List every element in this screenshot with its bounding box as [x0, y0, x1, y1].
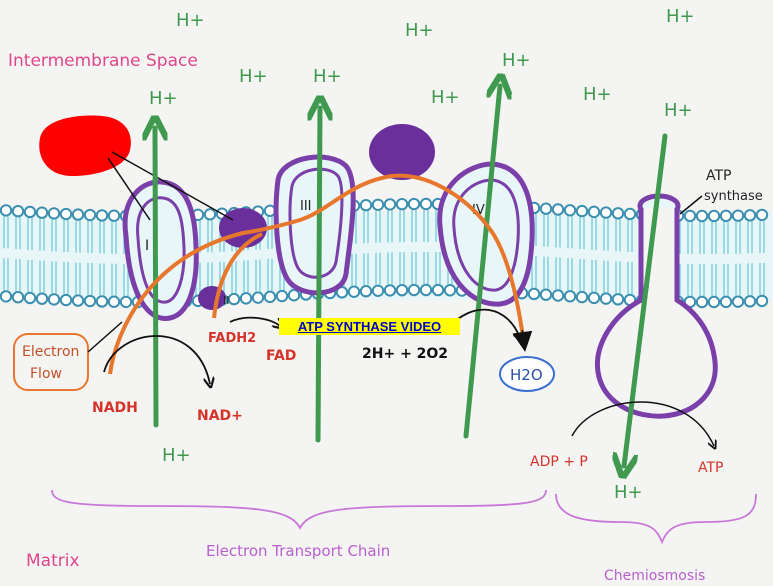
proton-arrows: [155, 86, 668, 466]
h-plus-label: H+: [666, 6, 695, 27]
nad-plus-label: NAD+: [197, 408, 243, 424]
fadh2-label: FADH2: [208, 331, 256, 346]
proton-arrow-atp-synthase: [624, 133, 668, 466]
proton-arrow-complex-4: [463, 86, 500, 439]
electron-flow-label-1: Electron: [22, 344, 79, 360]
h-plus-label: H+: [502, 50, 531, 71]
h-plus-label: H+: [239, 66, 268, 87]
nadh-label: NADH: [92, 400, 138, 416]
fadh2-arrow: [229, 316, 280, 326]
complex-3: [273, 154, 356, 296]
etc-label: Electron Transport Chain: [206, 542, 390, 560]
h-plus-label: H+: [664, 100, 693, 121]
h-plus-label: H+: [583, 84, 612, 105]
electron-flow-bubble: [13, 333, 89, 391]
proton-arrow-complex-3: [318, 108, 320, 443]
cytochrome-c: [369, 124, 435, 180]
adp-arrow: [571, 401, 714, 446]
complex-3-label: III: [300, 199, 312, 214]
reactions: NADH NAD+ FADH2 FAD 2H+ + 2O2 ADP + P AT…: [92, 331, 723, 476]
fad-label: FAD: [266, 348, 296, 364]
red-blob: [39, 115, 131, 176]
water-bubble: [499, 356, 555, 392]
proton-labels: H+ H+ H+ H+ H+ H+ H+ H+ H+ H+ H+ H+: [149, 6, 695, 503]
adp-p-label: ADP + P: [530, 454, 588, 470]
electron-flow-path: [108, 173, 533, 375]
intermembrane-space-label: Intermembrane Space: [8, 51, 198, 71]
nadh-arrow: [103, 335, 210, 384]
complex-1-label: I: [145, 238, 149, 254]
brackets: [51, 489, 757, 545]
atp-synthase-label-1: ATP: [706, 168, 731, 184]
chemiosmosis-label: Chemiosmosis: [604, 568, 705, 584]
h-plus-label: H+: [162, 445, 191, 466]
chemiosmosis-bracket: [555, 493, 757, 545]
atp-synthase-video-link[interactable]: ATP SYNTHASE VIDEO: [279, 318, 460, 335]
atp-synthase-label-2: synthase: [704, 189, 763, 204]
h-plus-label: H+: [176, 10, 205, 31]
h-plus-label: H+: [149, 88, 178, 109]
etc-bracket: [51, 489, 547, 531]
h-plus-label: H+: [313, 66, 342, 87]
matrix-label: Matrix: [26, 551, 80, 571]
complex-2-label: II: [223, 294, 230, 307]
atp-label: ATP: [698, 460, 723, 476]
oxygen-reactants-label: 2H+ + 2O2: [362, 346, 448, 362]
h-plus-label: H+: [614, 482, 643, 503]
water-label: H2O: [510, 366, 543, 384]
proton-arrow-complex-1: [155, 128, 156, 428]
h-plus-label: H+: [431, 87, 460, 108]
electron-flow-label-2: Flow: [30, 366, 62, 382]
h-plus-label: H+: [405, 20, 434, 41]
